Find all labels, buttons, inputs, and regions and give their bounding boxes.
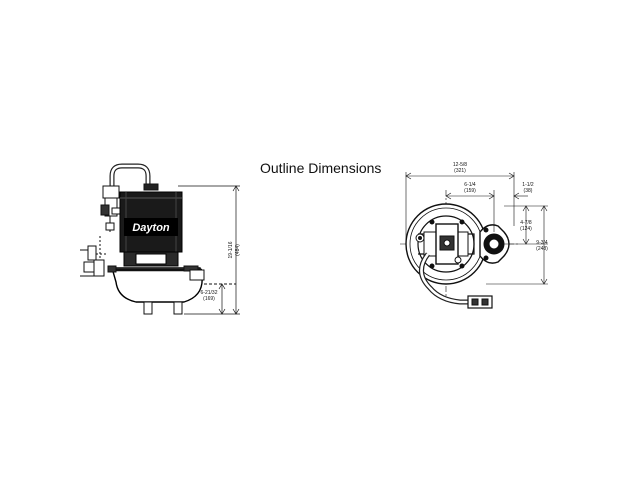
volute-casing [111,267,203,303]
drawing-title: Outline Dimensions [260,160,382,176]
center-dim-mm: (159) [464,188,476,194]
height-dim-mm: (484) [235,244,241,256]
width-dim-mm: (321) [454,168,466,174]
brand-plate [124,218,178,236]
pump-leg [173,301,183,315]
flange-dim: 1-1/2 [522,182,534,188]
pump-leg [143,301,153,315]
brand-label: Dayton [132,222,170,234]
float [87,245,97,261]
depth-dim-mm: (248) [536,246,548,252]
center-dim: 6-1/4 [464,182,476,188]
width-dim: 12-5/8 [453,162,467,168]
offset-dim: 4-7/8 [520,220,532,226]
float-switch-body [102,185,120,199]
offset-dim-mm: (124) [520,226,532,232]
discharge-dim: 6-21/32 [201,290,218,296]
power-cord [109,163,151,188]
discharge-dim-mm: (169) [203,296,215,302]
pump-top-view [400,172,548,309]
height-dimension-label: 19-1/16 (484) [228,241,241,258]
height-dim: 19-1/16 [228,241,234,258]
cord-grip [143,183,159,191]
flange-dim-mm: (38) [524,188,533,194]
depth-dim: 9-3/4 [536,240,548,246]
